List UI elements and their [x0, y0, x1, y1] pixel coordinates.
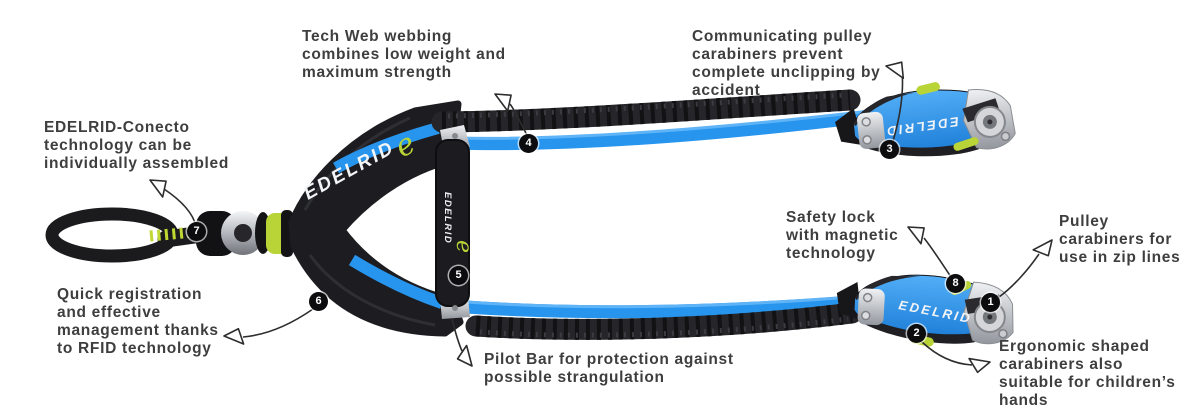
lower-webbing	[465, 294, 867, 340]
arrow-rfid	[242, 308, 314, 338]
annotation-line: Pilot Bar for protection against	[484, 351, 734, 368]
annotation-line: Safety lock	[786, 209, 876, 226]
upper-webbing	[431, 89, 873, 151]
annotation-line: Pulley	[1059, 213, 1109, 230]
annotation-line: carabiners also	[999, 356, 1124, 373]
annotation-ergonomic: Ergonomic shaped carabiners also suitabl…	[999, 338, 1176, 410]
annotation-line: EDELRID-Conecto	[44, 119, 190, 136]
marker-1: 1	[981, 293, 1000, 312]
annotation-line: technology can be	[44, 137, 192, 154]
annotation-line: to RFID technology	[57, 340, 212, 357]
annotation-line: Quick registration	[57, 286, 203, 303]
annotation-line: use in zip lines	[1059, 249, 1181, 266]
annotation-line: management thanks	[57, 322, 219, 339]
annotation-line: Ergonomic shaped	[999, 338, 1150, 355]
lime-accent	[916, 82, 940, 95]
annotation-conecto: EDELRID-Conecto technology can be indivi…	[44, 119, 229, 173]
pilot-bar: EDELRID e	[435, 125, 476, 319]
annotation-line: hands	[999, 392, 1049, 409]
annotation-line: carabiners for	[1059, 231, 1173, 248]
annotation-line: combines low weight and	[302, 46, 506, 63]
annotation-pulley-carabiners: Pulley carabiners for use in zip lines	[1059, 213, 1180, 267]
arrow-pulley	[998, 253, 1040, 298]
marker-5: 5	[449, 266, 468, 285]
annotation-rfid: Quick registration and effective managem…	[57, 286, 219, 358]
annotation-line: Tech Web webbing	[302, 28, 453, 45]
annotation-line: with magnetic	[786, 227, 899, 244]
marker-6: 6	[309, 292, 328, 311]
arrow-safety-lock	[923, 237, 952, 278]
annotation-pilot-bar: Pilot Bar for protection against possibl…	[484, 351, 734, 387]
marker-2: 2	[907, 324, 926, 343]
marker-3: 3	[880, 140, 899, 159]
annotation-line: technology	[786, 245, 876, 262]
upper-webbing-through-pad	[333, 122, 440, 174]
annotation-line: possible strangulation	[484, 369, 665, 386]
arrow-ergonomic	[921, 341, 973, 366]
lime-accent	[953, 137, 979, 151]
annotation-line: carabiners prevent	[692, 46, 844, 63]
annotation-line: complete unclipping by	[692, 64, 881, 81]
pilot-bar-brand-text: EDELRID	[442, 192, 453, 244]
marker-8: 8	[946, 274, 965, 293]
annotation-line: Communicating pulley	[692, 28, 873, 45]
annotation-line: maximum strength	[302, 64, 452, 81]
arrow-pilot-bar	[451, 318, 463, 352]
annotation-line: individually assembled	[44, 155, 230, 172]
marker-7: 7	[187, 222, 206, 241]
lanyard-loop	[45, 207, 211, 263]
chest-pad: EDELRID e	[288, 100, 464, 337]
annotation-line: accident	[692, 82, 761, 99]
annotation-safety-lock: Safety lock with magnetic technology	[786, 209, 898, 263]
annotation-line: and effective	[57, 304, 161, 321]
lower-webbing-through-pad	[348, 254, 444, 309]
annotation-tech-web: Tech Web webbing combines low weight and…	[302, 28, 506, 82]
marker-4: 4	[519, 134, 538, 153]
annotation-communicating-pulley: Communicating pulley carabiners prevent …	[692, 28, 880, 100]
lower-webbing-blue	[465, 294, 867, 319]
annotation-line: suitable for children’s	[999, 374, 1176, 391]
edelrid-logo-icon: e	[451, 240, 476, 253]
upper-webbing-blue	[451, 109, 873, 151]
